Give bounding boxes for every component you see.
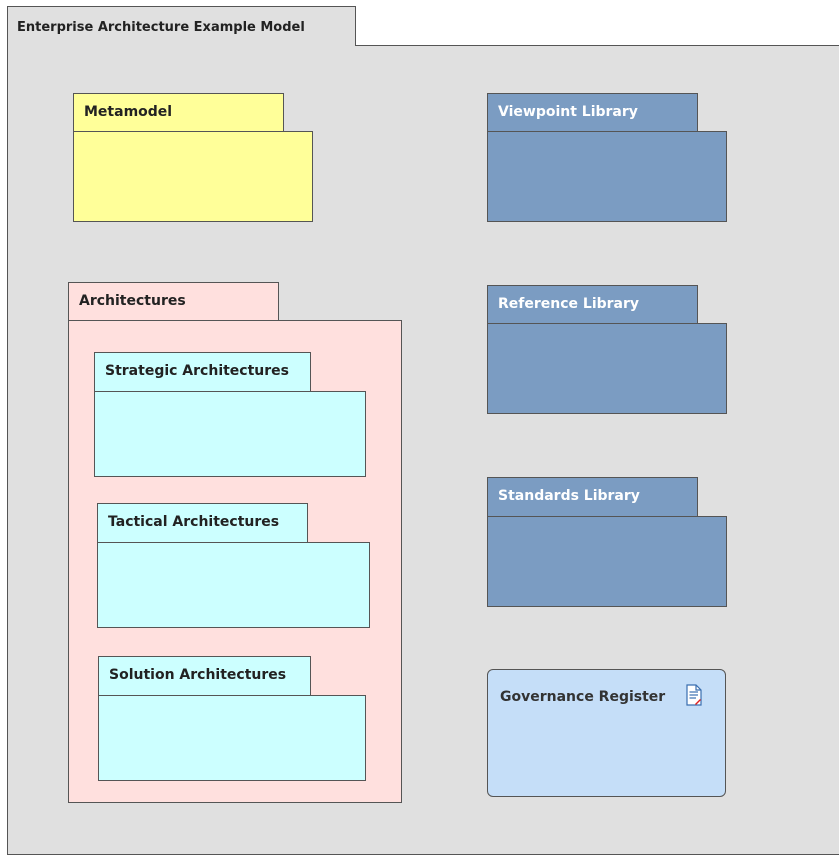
solution-architectures-package-label[interactable]: Solution Architectures: [98, 656, 311, 696]
governance-register-artifact[interactable]: [487, 669, 726, 797]
strategic-architectures-package[interactable]: [94, 391, 366, 477]
standards-library-package-label[interactable]: Standards Library: [487, 477, 698, 517]
metamodel-package[interactable]: [73, 131, 313, 222]
reference-library-package-label[interactable]: Reference Library: [487, 285, 698, 324]
metamodel-package-label[interactable]: Metamodel: [73, 93, 284, 132]
reference-library-package[interactable]: [487, 323, 727, 414]
diagram-frame-title: Enterprise Architecture Example Model: [7, 6, 356, 46]
standards-library-package[interactable]: [487, 516, 727, 607]
governance-register-label: Governance Register: [500, 689, 666, 705]
document-icon: [686, 684, 702, 706]
architectures-package-label[interactable]: Architectures: [68, 282, 279, 321]
viewpoint-library-package[interactable]: [487, 131, 727, 222]
viewpoint-library-package-label[interactable]: Viewpoint Library: [487, 93, 698, 132]
solution-architectures-package[interactable]: [98, 695, 366, 781]
strategic-architectures-package-label[interactable]: Strategic Architectures: [94, 352, 311, 392]
tactical-architectures-package-label[interactable]: Tactical Architectures: [97, 503, 308, 543]
tactical-architectures-package[interactable]: [97, 542, 370, 628]
